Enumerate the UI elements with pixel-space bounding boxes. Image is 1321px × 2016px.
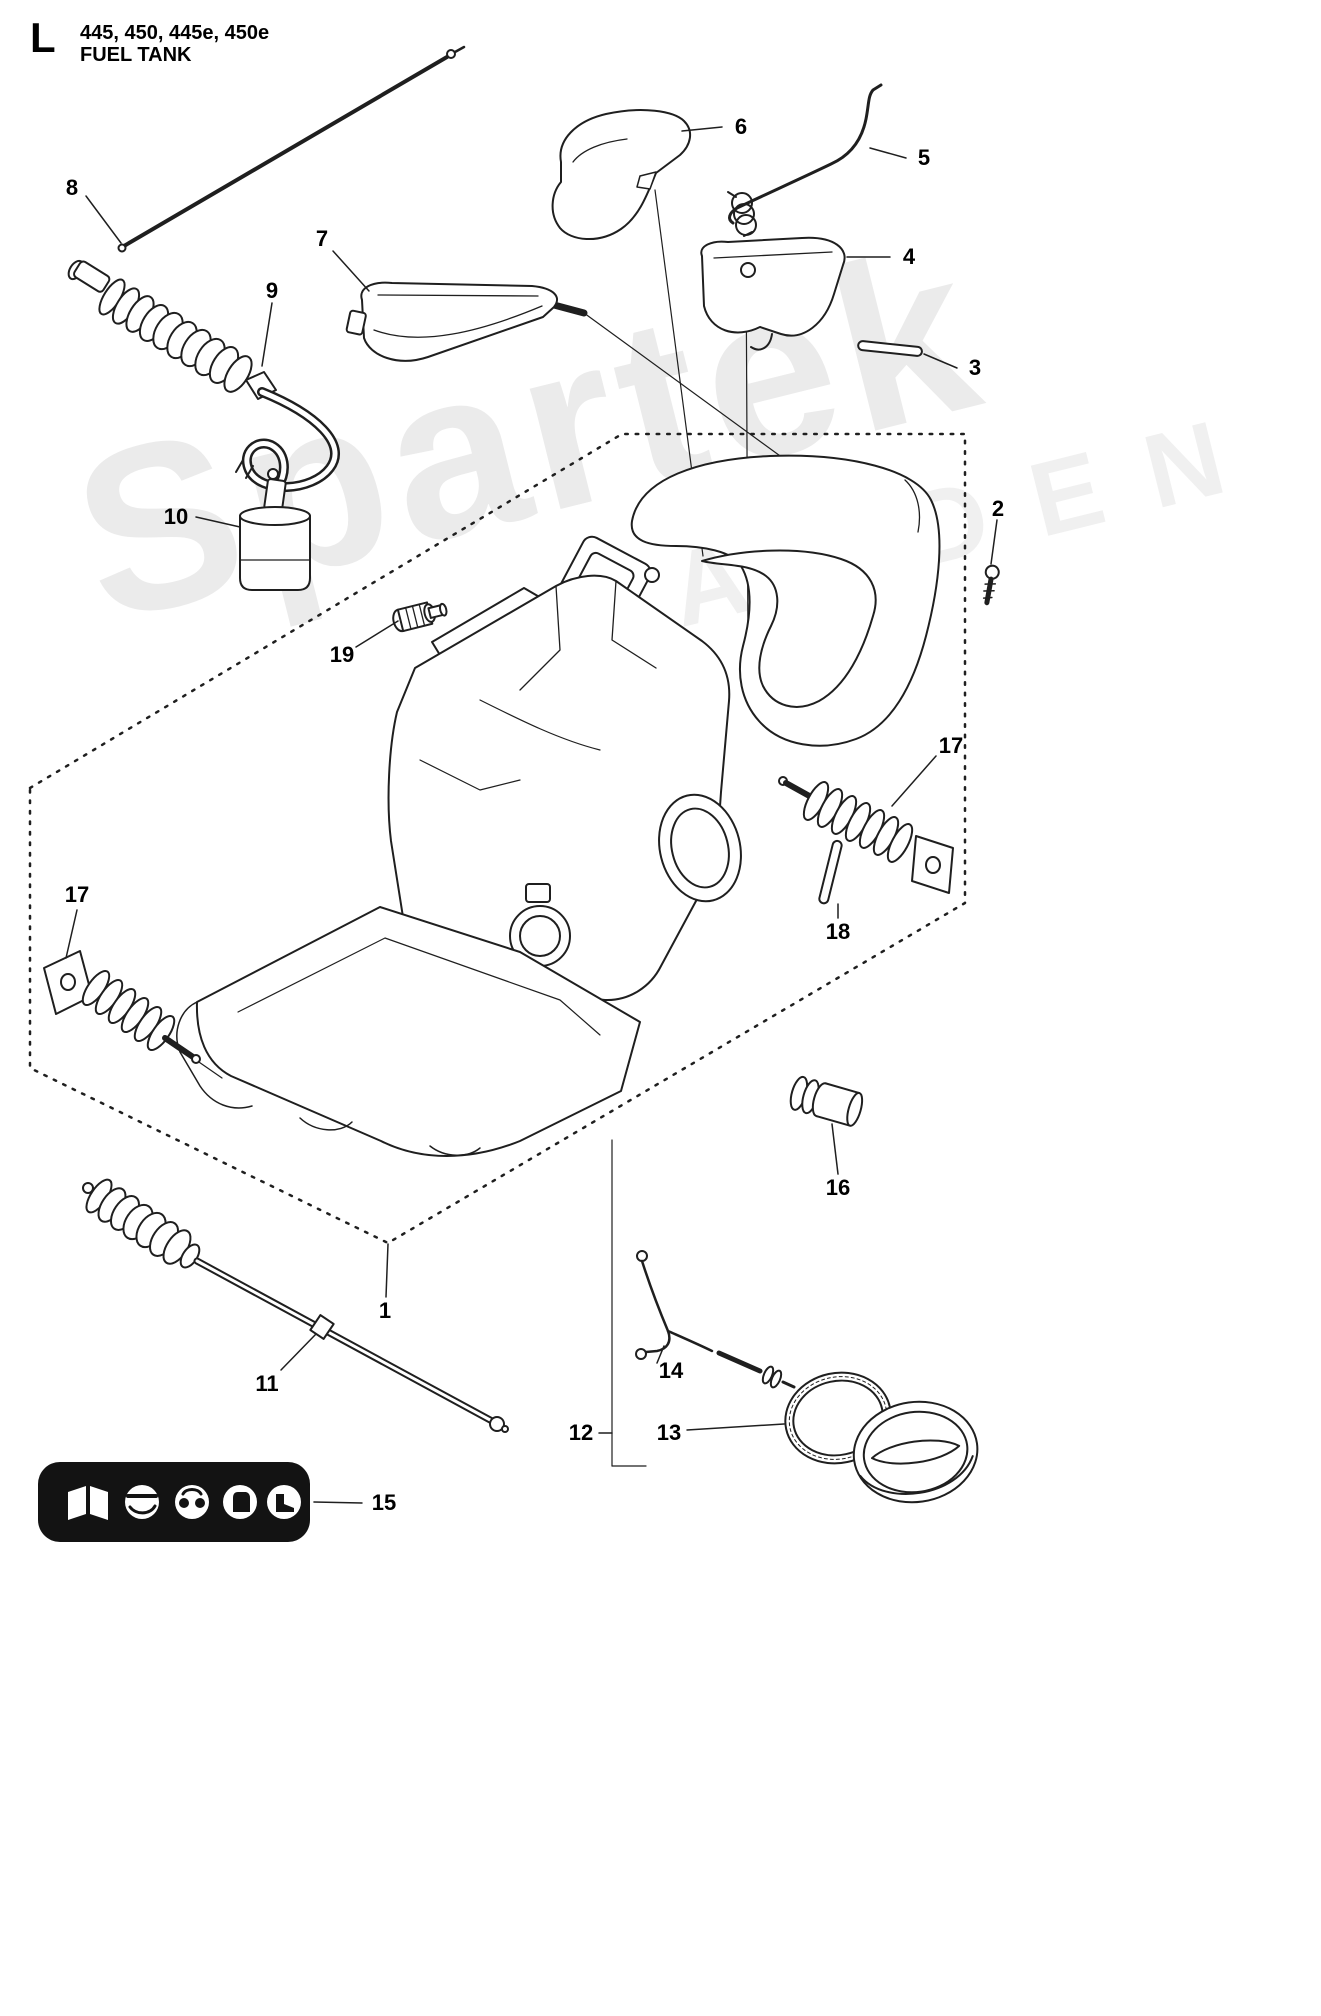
callout-1[interactable]: 1 xyxy=(378,1298,392,1323)
callout-5[interactable]: 5 xyxy=(917,145,931,170)
part-11-fuel-pipe xyxy=(82,1178,509,1433)
protective-boots-icon xyxy=(267,1485,301,1519)
callout-2[interactable]: 2 xyxy=(991,496,1005,521)
page-title: 445, 450, 445e, 450e xyxy=(80,22,270,44)
part-18-pin xyxy=(818,839,843,905)
part-7-throttle-lockout xyxy=(345,281,588,362)
callout-12[interactable]: 12 xyxy=(568,1420,594,1445)
callout-8[interactable]: 8 xyxy=(65,175,79,200)
part-3-pin xyxy=(857,340,923,357)
part-9-fuel-hose xyxy=(67,259,340,512)
part-8-fuel-line-rod xyxy=(117,45,466,253)
callout-17-right[interactable]: 17 xyxy=(938,733,964,758)
callout-15[interactable]: 15 xyxy=(371,1490,397,1515)
part-13-sealing-ring xyxy=(784,1371,892,1465)
dashed-boundary xyxy=(28,432,967,1245)
safety-plate xyxy=(38,1462,310,1542)
part-14-retainer-wire xyxy=(635,1250,796,1389)
callout-6[interactable]: 6 xyxy=(734,114,748,139)
callout-16[interactable]: 16 xyxy=(825,1175,851,1200)
callout-19[interactable]: 19 xyxy=(329,642,355,667)
callout-10[interactable]: 10 xyxy=(163,504,189,529)
callout-13[interactable]: 13 xyxy=(656,1420,682,1445)
callout-7[interactable]: 7 xyxy=(315,226,329,251)
callout-17-left[interactable]: 17 xyxy=(64,882,90,907)
protective-gloves-icon xyxy=(223,1485,257,1519)
part-17-av-spring-left xyxy=(43,950,201,1064)
husqvarna-logo-plate xyxy=(525,883,551,903)
page-subtitle: FUEL TANK xyxy=(80,44,192,66)
callout-4[interactable]: 4 xyxy=(902,244,916,269)
callout-18[interactable]: 18 xyxy=(825,919,851,944)
part-19-grommet-valve xyxy=(392,601,448,633)
manual-icon xyxy=(68,1486,108,1520)
part-12-fuel-cap xyxy=(852,1400,979,1504)
part-6-handle-cover xyxy=(551,109,692,241)
callout-9[interactable]: 9 xyxy=(265,278,279,303)
callout-14[interactable]: 14 xyxy=(658,1358,684,1383)
helmet-icon xyxy=(125,1485,159,1519)
part-2-screw xyxy=(982,564,1000,606)
part-10-fuel-filter xyxy=(239,468,311,591)
part-16-buffer-plug xyxy=(789,1075,864,1127)
callout-11[interactable]: 11 xyxy=(255,1371,279,1396)
callout-3[interactable]: 3 xyxy=(968,355,982,380)
leader-lines xyxy=(65,126,998,1504)
part-17-av-spring-right xyxy=(778,776,954,894)
fuel-tank-body xyxy=(176,454,941,1157)
section-letter: L xyxy=(30,14,56,61)
ear-protection-icon xyxy=(175,1485,209,1519)
part-4-throttle-trigger xyxy=(700,191,846,351)
